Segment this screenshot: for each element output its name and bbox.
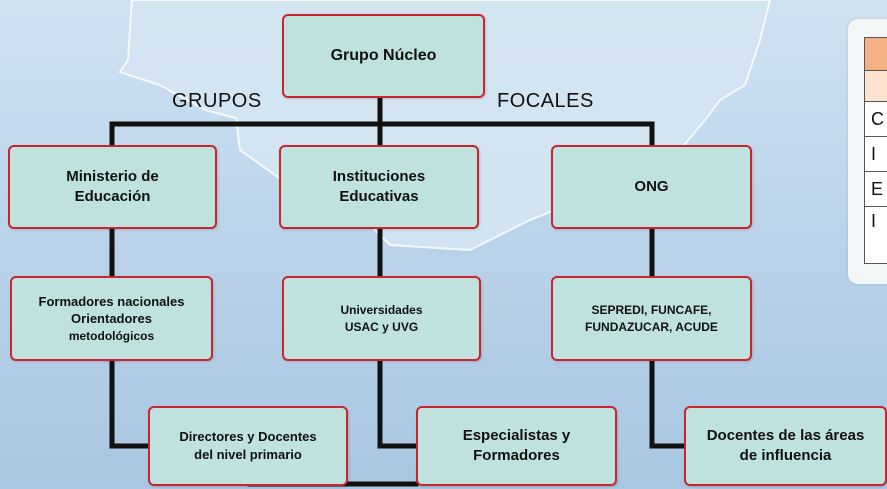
node-ministerio-line1: Ministerio de	[66, 167, 159, 185]
node-formadores-line1: Formadores nacionales	[38, 293, 185, 309]
side-table-cell: E	[864, 171, 887, 207]
node-universidades-line2: USAC y UVG	[344, 319, 419, 334]
node-docentes[interactable]: Docentes de las áreas de influencia	[684, 406, 887, 486]
node-formadores-line2: Orientadores	[71, 311, 152, 327]
node-directores-line1: Directores y Docentes	[179, 429, 317, 445]
node-grupo-nucleo[interactable]: Grupo Núcleo	[282, 14, 485, 98]
side-table-cell: I	[864, 206, 887, 264]
node-ministerio-line2: Educación	[74, 188, 151, 205]
node-especialistas-line1: Especialistas y	[462, 426, 571, 444]
node-directores-line2: del nivel primario	[194, 447, 302, 462]
node-ong[interactable]: ONG	[551, 145, 752, 229]
side-table-header-row	[864, 37, 887, 71]
side-table-row: I	[864, 136, 887, 172]
node-universidades-line1: Universidades	[340, 303, 423, 318]
node-especialistas[interactable]: Especialistas y Formadores	[416, 406, 617, 486]
node-docentes-line2: de influencia	[739, 447, 832, 464]
connector-universidades-especialistas	[377, 357, 419, 449]
label-grupos: GRUPOS	[172, 90, 262, 112]
side-table-row: I	[864, 206, 887, 264]
side-table-cell: I	[864, 136, 887, 172]
side-table-cell: C	[864, 101, 887, 137]
side-table-row: C	[864, 101, 887, 137]
node-sepredi[interactable]: SEPREDI, FUNCAFE, FUNDAZUCAR, ACUDE	[551, 276, 752, 361]
label-focales: FOCALES	[497, 90, 594, 112]
node-ong-text: ONG	[634, 177, 669, 195]
side-table: C I E I	[864, 37, 887, 264]
connector-formadores-directores	[109, 357, 151, 449]
node-instituciones-line1: Instituciones	[332, 167, 426, 185]
side-table-cell	[864, 70, 887, 102]
node-sepredi-line2: FUNDAZUCAR, ACUDE	[585, 319, 718, 334]
node-especialistas-line2: Formadores	[473, 447, 560, 464]
node-ministerio[interactable]: Ministerio de Educación	[8, 145, 217, 229]
connector-sepredi-docentes	[649, 357, 689, 449]
side-table-subheader-row	[864, 70, 887, 102]
node-formadores-line3: metodológicos	[68, 328, 155, 343]
node-universidades[interactable]: Universidades USAC y UVG	[282, 276, 481, 361]
node-docentes-line1: Docentes de las áreas	[706, 426, 865, 444]
side-table-row: E	[864, 171, 887, 207]
node-grupo-nucleo-text: Grupo Núcleo	[330, 47, 437, 65]
side-table-cell	[864, 37, 887, 71]
node-instituciones[interactable]: Instituciones Educativas	[279, 145, 479, 229]
node-instituciones-line2: Educativas	[339, 188, 419, 205]
node-formadores[interactable]: Formadores nacionales Orientadores metod…	[10, 276, 213, 361]
node-directores[interactable]: Directores y Docentes del nivel primario	[148, 406, 348, 486]
node-sepredi-line1: SEPREDI, FUNCAFE,	[591, 303, 712, 318]
